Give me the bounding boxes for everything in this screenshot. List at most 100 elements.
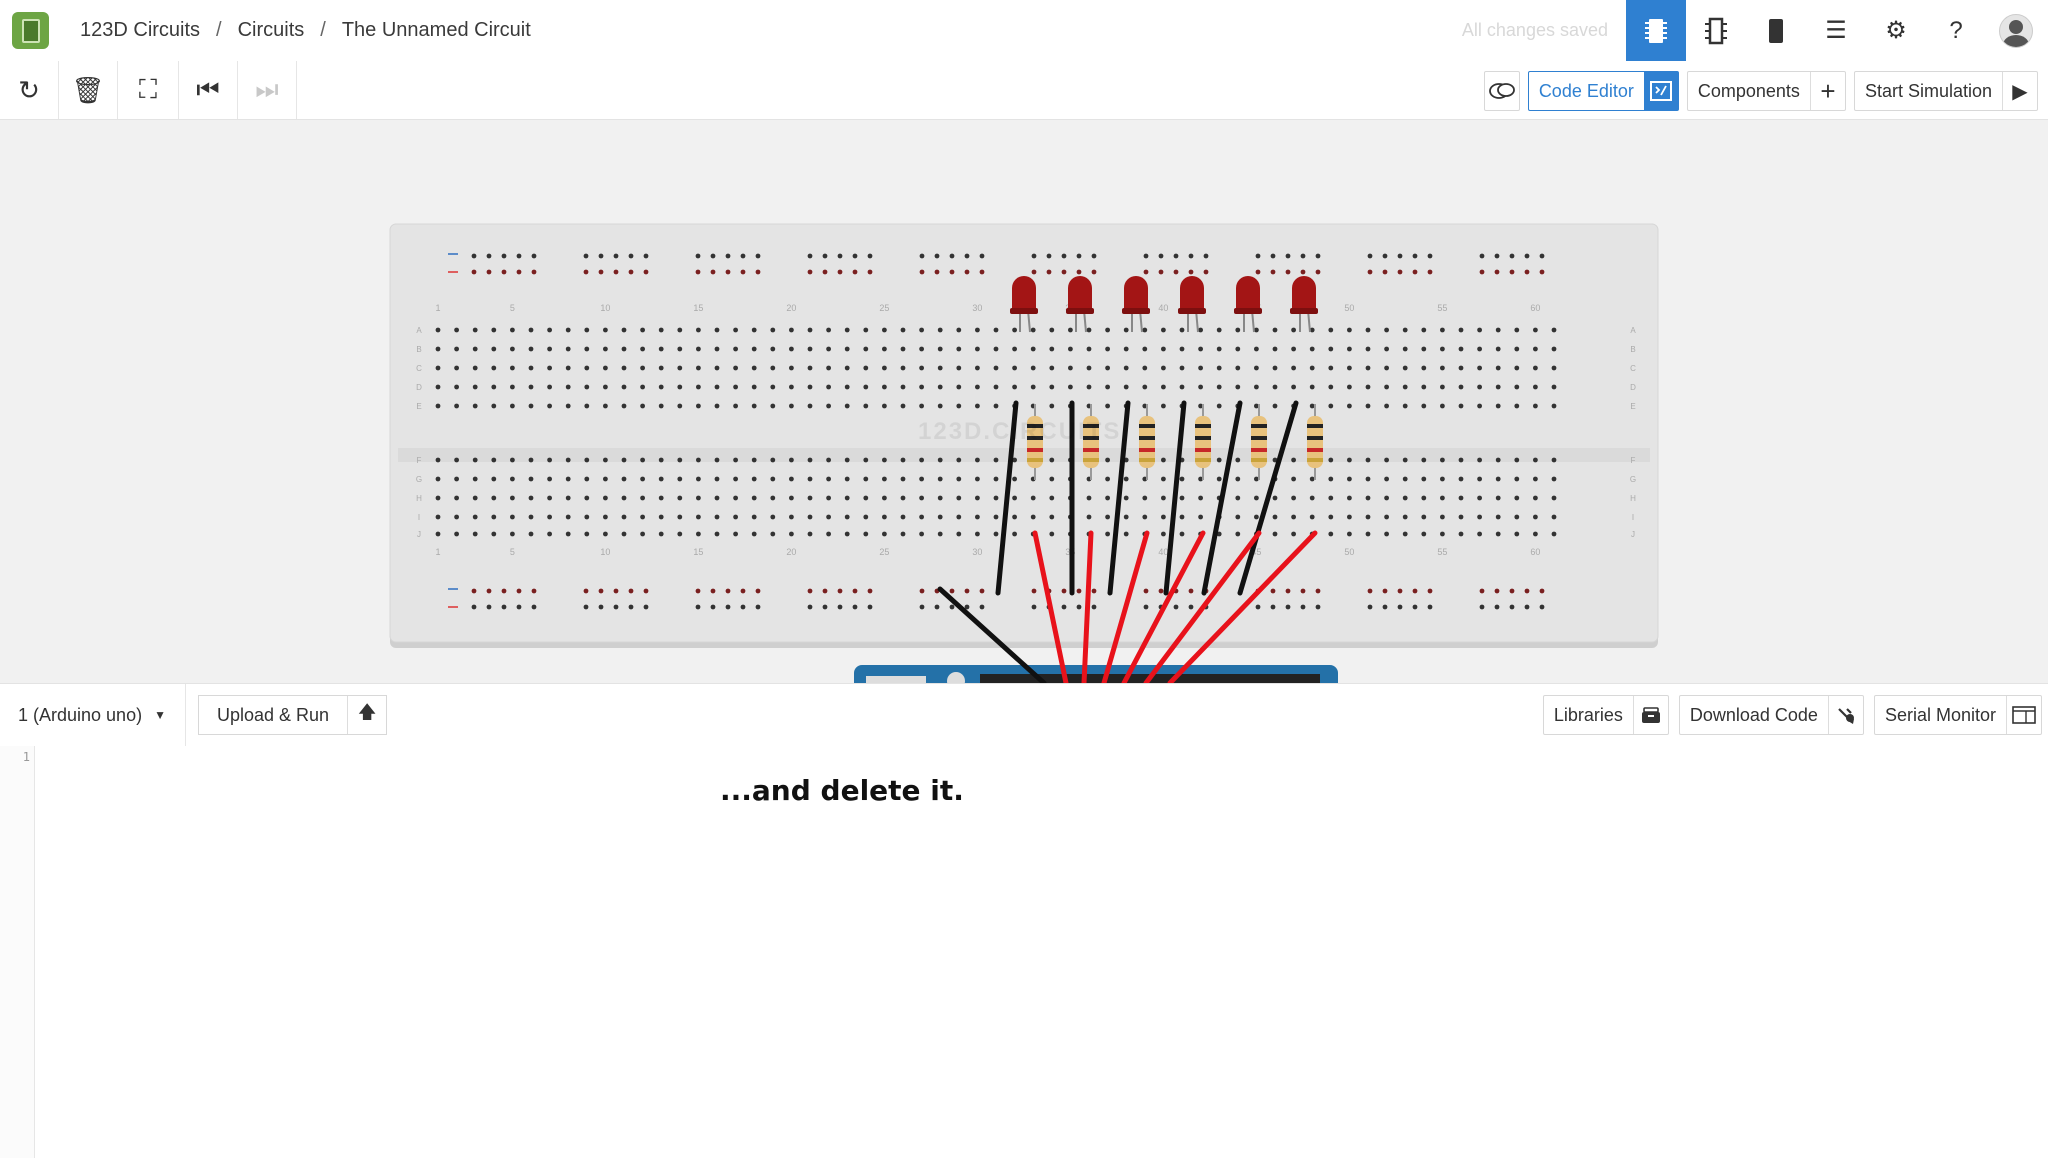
- breadcrumb-current[interactable]: The Unnamed Circuit: [341, 19, 531, 41]
- rail-hole: [837, 253, 843, 259]
- breadboard-hole: [1309, 514, 1315, 520]
- components-button[interactable]: Components +: [1686, 71, 1846, 111]
- breadboard-hole: [528, 327, 534, 333]
- breadboard-hole: [435, 514, 441, 520]
- breadboard-hole: [844, 403, 850, 409]
- rail-hole: [1539, 269, 1545, 275]
- fit-to-screen-icon[interactable]: ⛶: [118, 61, 179, 119]
- breadboard-hole: [1049, 531, 1055, 537]
- breadboard-hole: [1291, 476, 1296, 482]
- pcb-view-icon[interactable]: [1746, 0, 1806, 61]
- download-code-button[interactable]: Download Code: [1678, 695, 1864, 735]
- breadboard-hole: [1402, 531, 1408, 537]
- rail-hole: [1382, 604, 1388, 610]
- view-switcher: ☰ ⚙ ?: [1626, 0, 2046, 61]
- breadboard-hole: [584, 346, 590, 352]
- breadboard-hole: [1514, 403, 1520, 409]
- breadboard-hole: [882, 327, 887, 333]
- rail-hole: [613, 253, 619, 259]
- rail-hole: [1076, 253, 1082, 259]
- breadboard-view-icon[interactable]: [1626, 0, 1686, 61]
- breadboard-hole: [826, 531, 831, 537]
- breadboard-hole: [1105, 384, 1110, 390]
- user-avatar-button[interactable]: [1986, 0, 2046, 61]
- breadboard-hole: [1477, 476, 1482, 482]
- delete-icon[interactable]: 🗑: [59, 61, 118, 119]
- libraries-button[interactable]: Libraries: [1542, 695, 1669, 735]
- rail-hole: [1285, 588, 1291, 594]
- breadboard-hole: [1291, 531, 1296, 537]
- breadboard-hole: [882, 365, 887, 371]
- start-simulation-button[interactable]: Start Simulation ▶: [1853, 71, 2038, 111]
- breadboard-hole: [491, 365, 497, 371]
- breadboard-hole: [1123, 531, 1129, 537]
- breadcrumb-home[interactable]: 123D Circuits: [80, 19, 201, 41]
- download-code-label: Download Code: [1689, 704, 1818, 725]
- resistor-band: [1251, 424, 1267, 428]
- column-number: 1: [435, 547, 440, 557]
- breadboard-hole: [640, 495, 645, 501]
- annotation-button[interactable]: [1483, 71, 1520, 111]
- breadboard-hole: [844, 495, 850, 501]
- list-icon[interactable]: ☰: [1825, 17, 1847, 44]
- rail-hole: [934, 604, 940, 610]
- step-back-icon[interactable]: ⏮: [179, 61, 238, 119]
- breadboard-hole: [1440, 365, 1445, 371]
- breadboard-hole: [882, 476, 887, 482]
- breadboard-hole: [789, 346, 794, 352]
- breadboard-hole: [733, 327, 738, 333]
- breadboard-hole: [435, 495, 441, 501]
- breadboard-hole: [714, 403, 720, 409]
- breadboard-hole: [1142, 495, 1148, 501]
- rotate-icon[interactable]: ↻: [0, 61, 59, 119]
- breadboard-hole: [565, 384, 571, 390]
- breadboard-hole: [844, 327, 850, 333]
- device-select[interactable]: 1 (Arduino uno) ▼: [0, 684, 186, 746]
- breadboard-hole: [1272, 531, 1278, 537]
- window-icon: [2006, 696, 2041, 734]
- breadboard-hole: [1030, 346, 1036, 352]
- breadboard-hole: [733, 384, 738, 390]
- breadboard-hole: [1235, 327, 1241, 333]
- rail-hole: [471, 588, 477, 594]
- rail-hole: [740, 253, 746, 259]
- gear-icon[interactable]: ⚙: [1885, 17, 1907, 44]
- app-logo-icon[interactable]: [12, 12, 49, 49]
- breadboard-hole: [882, 403, 887, 409]
- breadboard-hole: [1142, 346, 1148, 352]
- breadboard-hole: [491, 403, 497, 409]
- libraries-label: Libraries: [1553, 704, 1623, 725]
- schematic-view-icon[interactable]: [1686, 0, 1746, 61]
- breadboard-hole: [1347, 531, 1352, 537]
- breadboard-hole: [1309, 384, 1315, 390]
- help-icon[interactable]: ?: [1949, 16, 1963, 44]
- rail-hole: [1270, 269, 1276, 275]
- breadcrumb-circuits[interactable]: Circuits: [237, 19, 305, 41]
- breadboard-hole: [1161, 457, 1166, 463]
- breadboard-hole: [1216, 403, 1222, 409]
- breadboard-hole: [1421, 457, 1427, 463]
- breadboard-hole: [1347, 384, 1352, 390]
- column-number: 15: [693, 547, 703, 557]
- breadboard-hole: [863, 403, 869, 409]
- breadboard-hole: [677, 384, 683, 390]
- breadboard-hole: [454, 457, 459, 463]
- step-forward-icon[interactable]: ⏭: [238, 61, 297, 119]
- breadboard-hole: [1477, 495, 1482, 501]
- plus-icon: +: [1809, 72, 1845, 110]
- breadboard-hole: [1328, 327, 1334, 333]
- circuit-canvas[interactable]: 1155101015152020252530303535404045455050…: [0, 120, 2048, 683]
- upload-run-button[interactable]: Upload & Run 🡅: [198, 695, 388, 735]
- row-letter: I: [1632, 513, 1634, 522]
- breadboard-hole: [826, 327, 831, 333]
- serial-monitor-button[interactable]: Serial Monitor: [1873, 695, 2042, 735]
- code-area[interactable]: 1 ...and delete it.: [0, 746, 2048, 1158]
- breadboard-hole: [1458, 384, 1464, 390]
- rail-hole: [740, 269, 746, 275]
- code-editor-button[interactable]: Code Editor: [1527, 71, 1679, 111]
- breadboard-hole: [789, 403, 794, 409]
- resistor-band: [1139, 424, 1155, 428]
- rail-hole: [583, 253, 589, 259]
- breadboard-hole: [528, 457, 534, 463]
- breadboard-hole: [1551, 327, 1557, 333]
